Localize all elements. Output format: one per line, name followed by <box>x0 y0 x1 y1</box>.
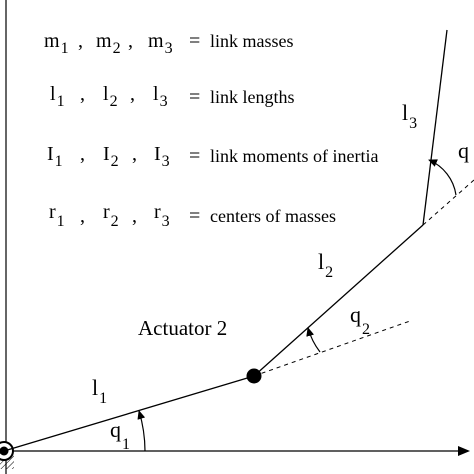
l3-label: l3 <box>402 100 417 132</box>
link-1-extension <box>253 320 411 377</box>
svg-text:m1: m1 <box>44 30 69 57</box>
svg-text:,: , <box>128 30 133 52</box>
link-3 <box>422 29 448 226</box>
svg-text:link lengths: link lengths <box>210 87 295 107</box>
actuator-2-joint <box>246 368 262 384</box>
legend-row-lengths: l1 , l2 , l3 = link lengths <box>50 83 295 110</box>
svg-text:=: = <box>189 205 200 227</box>
svg-text:m2: m2 <box>96 30 121 57</box>
svg-text:,: , <box>132 143 137 165</box>
q2-label: q2 <box>350 302 370 338</box>
legend-row-inertia: I1 , I2 , I3 = link moments of inertia <box>47 143 378 170</box>
svg-text:centers of masses: centers of masses <box>210 206 336 226</box>
link-2 <box>253 224 424 377</box>
q1-label: q1 <box>110 417 130 453</box>
q3-label: q <box>458 138 469 163</box>
legend: m1 , m2 , m3 = link masses l1 , l2 , l3 … <box>44 30 378 230</box>
l2-label: l2 <box>318 249 333 281</box>
svg-text:,: , <box>80 205 85 227</box>
svg-text:=: = <box>189 30 200 52</box>
q2-angle-arc <box>306 327 321 353</box>
svg-text:I2: I2 <box>103 143 119 170</box>
svg-text:r2: r2 <box>103 201 119 230</box>
actuator-2-label: Actuator 2 <box>138 316 227 340</box>
svg-text:link masses: link masses <box>210 31 294 51</box>
l1-label: l1 <box>92 375 107 407</box>
svg-text:=: = <box>189 145 200 167</box>
svg-text:link moments of inertia: link moments of inertia <box>210 146 378 166</box>
svg-text:,: , <box>80 83 85 105</box>
base-joint <box>0 441 14 469</box>
svg-text:I1: I1 <box>47 143 63 170</box>
svg-text:l2: l2 <box>103 83 118 110</box>
svg-text:,: , <box>132 205 137 227</box>
svg-text:,: , <box>130 83 135 105</box>
svg-text:,: , <box>78 30 83 52</box>
svg-text:m3: m3 <box>148 30 173 57</box>
legend-row-centers: r1 , r2 , r3 = centers of masses <box>49 201 336 230</box>
legend-row-masses: m1 , m2 , m3 = link masses <box>44 30 294 57</box>
svg-text:l1: l1 <box>50 83 65 110</box>
svg-text:l3: l3 <box>153 83 168 110</box>
svg-text:r3: r3 <box>154 201 170 230</box>
svg-text:I3: I3 <box>154 143 170 170</box>
q3-angle-arc <box>428 159 457 196</box>
link-2-extension <box>422 179 474 226</box>
svg-text:=: = <box>189 86 200 108</box>
svg-text:,: , <box>80 143 85 165</box>
link-1 <box>3 375 255 452</box>
q1-angle-arc <box>137 410 146 452</box>
svg-text:r1: r1 <box>49 201 65 230</box>
